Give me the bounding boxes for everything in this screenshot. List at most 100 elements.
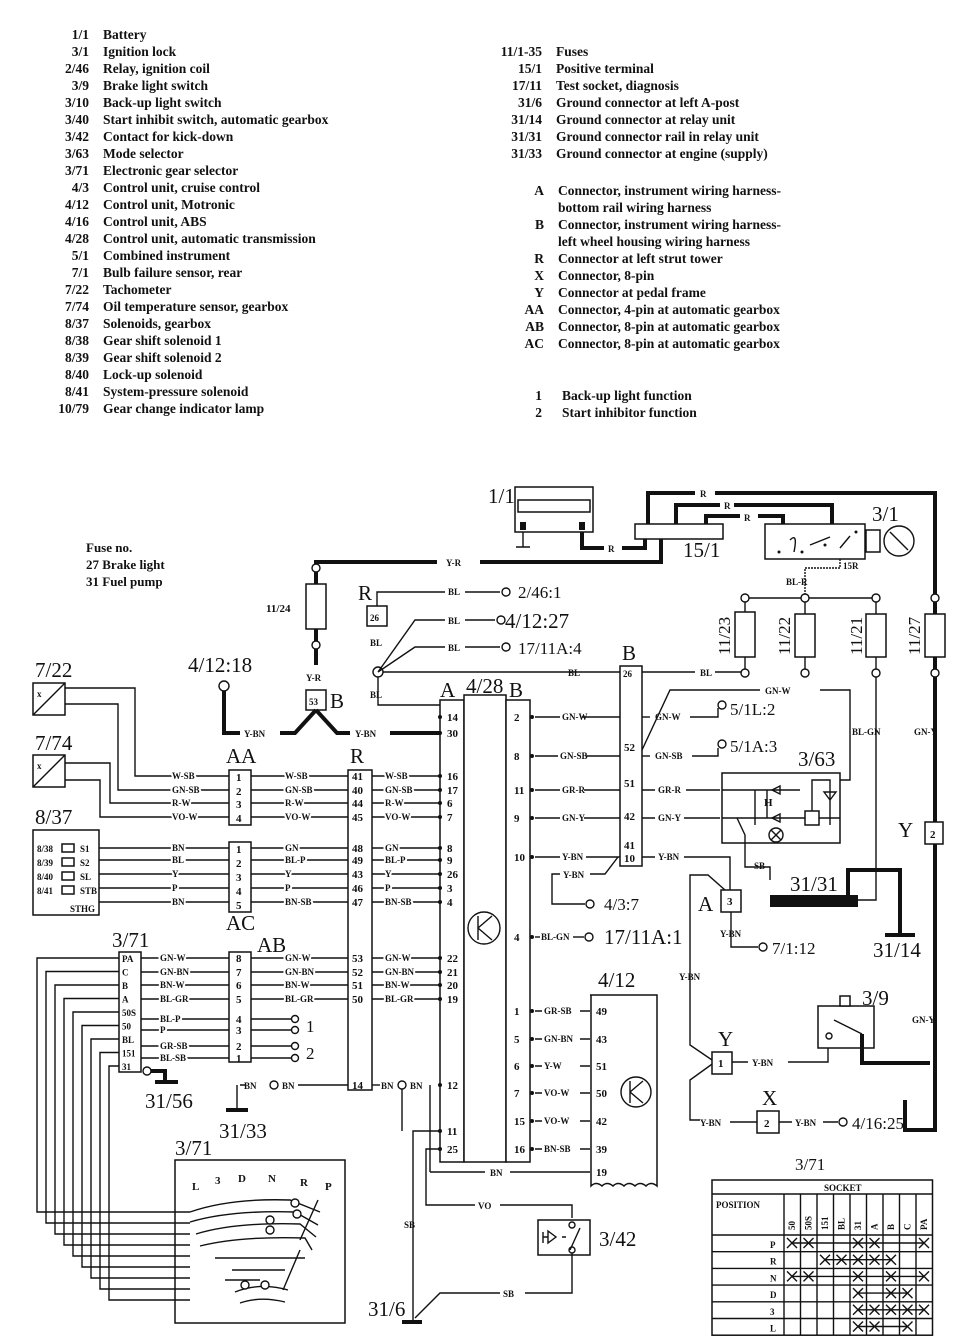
kickdown-contact: 3/42 <box>537 1219 636 1256</box>
r-pin: 50 <box>352 994 364 1006</box>
socket-column: 31 <box>853 1221 863 1231</box>
terminal-label: 7/1:12 <box>772 939 815 958</box>
r-pin: 40 <box>352 785 364 797</box>
ground-label: 31/6 <box>368 1297 405 1321</box>
socket-mark <box>885 1304 897 1316</box>
wire-label: Y-BN <box>244 729 266 739</box>
legend-desc: Start inhibitor function <box>562 405 697 420</box>
connector-r-label: R <box>350 744 364 768</box>
fuse-11-22: 11/22 <box>775 593 816 678</box>
legend-desc: Bulb failure sensor, rear <box>103 265 243 280</box>
legend-desc: Connector at left strut tower <box>558 251 723 266</box>
legend-code: 3/63 <box>64 146 89 161</box>
ignition-lock: 3/1 15R <box>764 502 915 571</box>
tcu-pin: 11 <box>447 1126 457 1138</box>
wire-label: VO <box>478 1201 491 1211</box>
socket-mark <box>852 1254 864 1266</box>
solenoid-tag: S2 <box>80 858 90 868</box>
gear-selector-label: 3/71 <box>112 928 149 952</box>
battery: 1/1 <box>488 484 604 550</box>
legend-desc: Ground connector at relay unit <box>556 112 736 127</box>
wire-label: GN-SB <box>560 751 588 761</box>
r-pin: 41 <box>352 771 363 783</box>
solenoid-tag: SL <box>80 872 91 882</box>
connector-y2: 2 Y <box>898 818 944 845</box>
selector-pin: 31 <box>122 1062 132 1072</box>
svg-text:2: 2 <box>930 829 936 841</box>
legend-code: 7/1 <box>71 265 89 280</box>
selector-pin: 50 <box>122 1022 132 1032</box>
mode-selector-h: H <box>764 797 773 809</box>
fuse-note: Fuse no. 27 Brake light 31 Fuel pump <box>86 539 165 590</box>
motronic-pin: 43 <box>596 1034 608 1046</box>
legend-code: 8/40 <box>64 367 89 382</box>
r-pin: 47 <box>352 897 364 909</box>
connector-b-label: B <box>622 641 636 665</box>
motronic-pin: 51 <box>596 1061 607 1073</box>
wire-label: GN-W <box>562 712 588 722</box>
ignition-lock-label: 3/1 <box>872 502 899 526</box>
wire-label: BN-W <box>160 980 185 990</box>
r-pin: 43 <box>352 869 364 881</box>
tcu-pin: 2 <box>514 712 520 724</box>
socket-mark <box>869 1254 880 1266</box>
ab-pin: 4 <box>236 1014 242 1026</box>
oil-temp-sensor-7-74: x 7/74 <box>32 731 73 788</box>
function-1-label: 1 <box>306 1017 315 1036</box>
connector-ab-label: AB <box>257 933 286 957</box>
legend-desc: Connector, instrument wiring harness- <box>558 183 782 198</box>
wire-label: GN-SB <box>385 785 413 795</box>
svg-text:41: 41 <box>624 840 635 852</box>
terminal-label: 4/12:18 <box>188 653 252 677</box>
tcu-pin: 17 <box>447 785 459 797</box>
fuse-label: 11/21 <box>847 617 866 655</box>
legend-code: 1 <box>535 388 542 403</box>
legend-code: 3/9 <box>71 78 89 93</box>
wire-label: BL <box>448 643 460 653</box>
legend-row: 7/1 Bulb failure sensor, rear <box>34 264 328 281</box>
svg-text:10: 10 <box>624 853 636 865</box>
legend-code: 4/12 <box>64 197 89 212</box>
wire-label: R-W <box>385 798 404 808</box>
wire-label: BN <box>490 1168 503 1178</box>
legend-code: AB <box>525 319 544 334</box>
legend-code: 4/16 <box>64 214 89 229</box>
svg-text:52: 52 <box>624 742 636 754</box>
svg-text:1: 1 <box>718 1058 724 1070</box>
legend-desc: Back-up light switch <box>103 95 222 110</box>
wire-label: BN <box>381 1081 394 1091</box>
socket-column: B <box>886 1224 896 1230</box>
legend-code: B <box>534 217 544 232</box>
wire-label: BL <box>448 587 460 597</box>
brake-switch-label: 3/9 <box>862 986 889 1010</box>
wire-label: BL <box>172 855 184 865</box>
wire-label: Y-BN <box>720 929 742 939</box>
tcu-4-28: A 4/28 B <box>439 674 531 1163</box>
wire-label: SB <box>754 861 765 871</box>
tcu-pin: 15 <box>514 1116 526 1128</box>
wire-label: GN-W <box>385 953 411 963</box>
legend-desc: Control unit, automatic transmission <box>103 231 316 246</box>
legend-code: 31/31 <box>511 129 542 144</box>
socket-mark <box>852 1270 864 1282</box>
legend-code: R <box>534 251 544 266</box>
ignition-terminal-label: 15R <box>843 561 859 571</box>
socket-column: A <box>870 1223 880 1230</box>
tcu-pin: 7 <box>447 812 453 824</box>
legend-desc: Fuses <box>556 44 589 59</box>
socket-mark <box>918 1270 930 1282</box>
wire-label: P <box>385 883 391 893</box>
wire-label: SB <box>503 1289 514 1299</box>
